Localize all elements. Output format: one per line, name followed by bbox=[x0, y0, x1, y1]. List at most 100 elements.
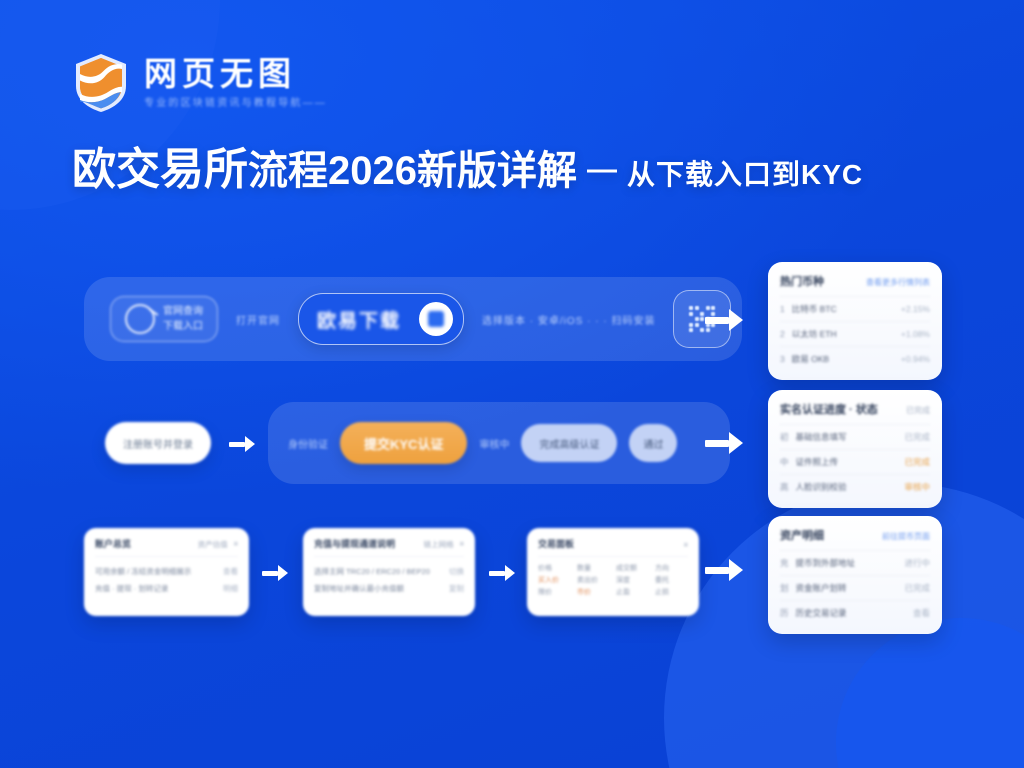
row-name: 基础信息填写 bbox=[795, 432, 847, 442]
row-name: 证件照上传 bbox=[795, 457, 839, 467]
table-row: 1 比特币 BTC +2.15% bbox=[780, 296, 930, 321]
list-item: 充值 · 提现 · 划转记录 明细 bbox=[95, 580, 238, 597]
row2-advanced-pill[interactable]: 完成高级认证 bbox=[521, 424, 618, 462]
row2-register-label: 注册账号并登录 bbox=[123, 439, 193, 451]
grid-cell: 方向 bbox=[655, 565, 669, 572]
row3-card-deposit[interactable]: 充值与提现通道说明 链上网络 ≡ 选择主网 TRC20 / ERC20 / BE… bbox=[303, 528, 475, 616]
page-title-part2: 流程2026新版详解 bbox=[248, 149, 577, 193]
row1-arrow-right-icon bbox=[705, 309, 743, 331]
row3-card2-title: 充值与提现通道说明 bbox=[314, 539, 396, 549]
list-item: 选择主网 TRC20 / ERC20 / BEP20 切换 bbox=[314, 563, 464, 580]
grid-cell: 深度 bbox=[616, 577, 630, 584]
page-title-dash: — bbox=[586, 153, 617, 186]
line-right: 明细 bbox=[223, 584, 238, 593]
row3-card-trading[interactable]: 交易面板 ≡ 价格 数量 成交额 方向 买入价 卖出价 深度 委托 限价 市价 … bbox=[527, 528, 699, 616]
shield-logo-icon bbox=[72, 52, 130, 114]
row-name: 以太坊 ETH bbox=[791, 329, 837, 339]
row2-kyc-label: 提交KYC认证 bbox=[364, 436, 444, 452]
row2-register-pill[interactable]: 注册账号并登录 bbox=[105, 422, 211, 464]
row3-card3-title: 交易面板 bbox=[538, 539, 575, 549]
row-value: 已完成 bbox=[904, 457, 930, 467]
line-left: 充值 · 提现 · 划转记录 bbox=[95, 584, 169, 593]
brand-name: 网页无图 bbox=[144, 55, 296, 92]
row-value: 进行中 bbox=[904, 558, 930, 568]
page-title-part3: 从下载入口到KYC bbox=[626, 159, 864, 190]
row2-advanced-label: 完成高级认证 bbox=[539, 439, 600, 451]
row2-kyc-button[interactable]: 提交KYC认证 bbox=[340, 422, 468, 464]
row-rank: 1 bbox=[780, 304, 785, 314]
row1-official-site-pill[interactable]: 官网查询 下载入口 bbox=[110, 296, 218, 342]
row2-card-title: 实名认证进度 · 状态 bbox=[780, 404, 878, 416]
row2-caption-identity: 身份验证 bbox=[288, 439, 328, 451]
row3-card2-meta1: 链上网络 bbox=[423, 540, 454, 549]
row-value: +1.08% bbox=[900, 329, 930, 339]
table-row: 2 以太坊 ETH +1.08% bbox=[780, 321, 930, 346]
row2-pass-pill[interactable]: 通过 bbox=[629, 424, 678, 462]
row3-card-link[interactable]: 前往提币页面 bbox=[882, 532, 930, 541]
flow-row1-panel: 官网查询 下载入口 打开官网 欧易下载 选择版本 · 安卓/iOS · · · … bbox=[84, 277, 742, 361]
row1-caption-versions: 选择版本 · 安卓/iOS · · · 扫码安装 bbox=[482, 315, 656, 327]
line-right: 复制 bbox=[449, 584, 464, 593]
magnifier-icon bbox=[125, 304, 155, 334]
table-row: 高 人脸识别校验 审核中 bbox=[780, 474, 930, 499]
grid-cell: 卖出价 bbox=[577, 577, 598, 584]
row1-pill-line2: 下载入口 bbox=[163, 320, 203, 332]
grid-cell: 价格 bbox=[538, 565, 552, 572]
grid-cell: 限价 bbox=[538, 589, 552, 596]
row2-caption-review: 审核中 bbox=[479, 439, 510, 451]
row1-pill-line1: 官网查询 bbox=[163, 306, 203, 317]
line-right: 查看 bbox=[223, 567, 238, 576]
grid-cell: 市价 bbox=[577, 589, 591, 596]
row1-caption-open-site: 打开官网 bbox=[236, 315, 280, 327]
row2-card-link[interactable]: 已完成 bbox=[906, 406, 930, 415]
line-left: 选择主网 TRC20 / ERC20 / BEP20 bbox=[314, 567, 430, 576]
list-item: 可用余额 / 冻结资金明细展示 查看 bbox=[95, 563, 238, 580]
grid-cell: 数量 bbox=[577, 565, 591, 572]
row2-result-card: 实名认证进度 · 状态 已完成 初 基础信息填写 已完成 中 证件照上传 已完成… bbox=[768, 390, 942, 508]
brand-header: 网页无图 专业的区块链资讯与教程导航—— bbox=[72, 52, 327, 114]
row3-card-account[interactable]: 账户总览 资产估值 ≡ 可用余额 / 冻结资金明细展示 查看 充值 · 提现 ·… bbox=[84, 528, 249, 616]
page-title-part1: 欧交易所 bbox=[72, 145, 248, 194]
row3-result-card: 资产明细 前往提币页面 充 提币到外部地址 进行中 划 资金账户划转 已完成 历… bbox=[768, 516, 942, 634]
row-name: 历史交易记录 bbox=[795, 608, 847, 618]
grid-cell: 成交额 bbox=[616, 565, 637, 572]
row-name: 人脸识别校验 bbox=[795, 482, 847, 492]
table-row: 3 欧易 OKB +0.94% bbox=[780, 346, 930, 371]
table-row: 充 提币到外部地址 进行中 bbox=[780, 550, 930, 575]
grid-cell: 止盈 bbox=[616, 589, 630, 596]
grid-cell: 止损 bbox=[655, 589, 669, 596]
row2-pass-label: 通过 bbox=[643, 439, 664, 451]
row3-card3-grid: 价格 数量 成交额 方向 买入价 卖出价 深度 委托 限价 市价 止盈 止损 bbox=[538, 563, 688, 597]
row2-arrow-small-icon bbox=[229, 434, 255, 454]
row2-arrow-right-icon bbox=[705, 432, 743, 454]
page-title: 欧交易所流程2026新版详解 — 从下载入口到KYC bbox=[72, 148, 863, 192]
row3-card1-title: 账户总览 bbox=[95, 539, 132, 549]
row-rank: 划 bbox=[780, 583, 789, 593]
row1-download-button[interactable]: 欧易下载 bbox=[298, 293, 465, 345]
row-value: 查看 bbox=[912, 608, 930, 618]
row1-download-label: 欧易下载 bbox=[317, 310, 402, 332]
row-name: 欧易 OKB bbox=[791, 354, 830, 364]
row3-card2-meta2: ≡ bbox=[459, 539, 464, 548]
row-rank: 充 bbox=[780, 558, 789, 568]
table-row: 历 历史交易记录 查看 bbox=[780, 600, 930, 625]
grid-cell: 委托 bbox=[655, 577, 669, 584]
line-right: 切换 bbox=[449, 567, 464, 576]
row3-card1-meta1: 资产估值 bbox=[197, 540, 228, 549]
list-item: 复制地址并确认最小充值额 复制 bbox=[314, 580, 464, 597]
row3-card3-meta1: ≡ bbox=[683, 540, 688, 549]
row-value: +2.15% bbox=[900, 304, 930, 314]
row-value: +0.94% bbox=[900, 354, 930, 364]
brand-tagline: 专业的区块链资讯与教程导航—— bbox=[144, 98, 327, 109]
table-row: 中 证件照上传 已完成 bbox=[780, 449, 930, 474]
row-rank: 历 bbox=[780, 608, 789, 618]
table-row: 划 资金账户划转 已完成 bbox=[780, 575, 930, 600]
line-left: 复制地址并确认最小充值额 bbox=[314, 584, 404, 593]
brand-text: 网页无图 专业的区块链资讯与教程导航—— bbox=[144, 57, 327, 109]
row-value: 已完成 bbox=[904, 583, 930, 593]
line-left: 可用余额 / 冻结资金明细展示 bbox=[95, 567, 192, 576]
grid-cell: 买入价 bbox=[538, 577, 559, 584]
row1-card-link[interactable]: 查看更多行情列表 bbox=[866, 278, 930, 287]
row-name: 资金账户划转 bbox=[795, 583, 847, 593]
